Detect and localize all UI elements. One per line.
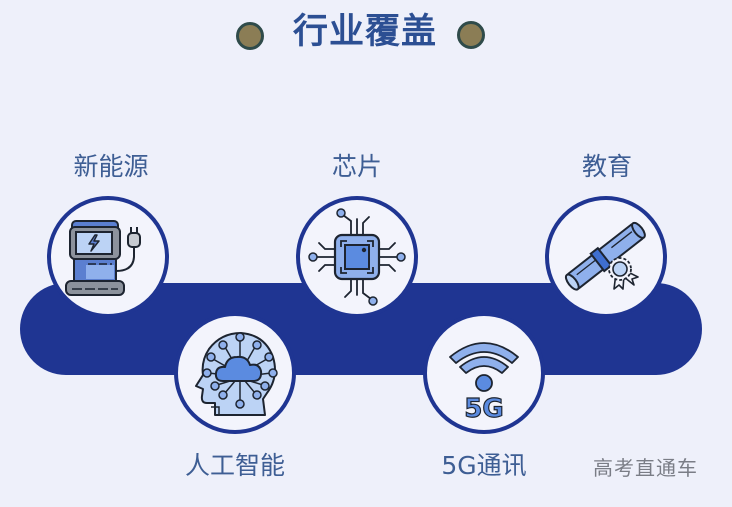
bullet-dot-icon bbox=[236, 22, 264, 50]
bullet-dot-icon bbox=[457, 21, 485, 49]
section-title: 行业覆盖 bbox=[292, 12, 437, 52]
industry-node-new-energy bbox=[47, 196, 169, 318]
industry-label-education: 教育 bbox=[581, 152, 632, 181]
industry-node-chip bbox=[296, 196, 418, 318]
section-header: 行业覆盖 bbox=[0, 8, 732, 58]
icon-circle bbox=[47, 196, 169, 318]
icon-circle bbox=[545, 196, 667, 318]
industry-node-ai bbox=[174, 312, 296, 434]
industry-node-education bbox=[545, 196, 667, 318]
icon-circle: 5G bbox=[423, 312, 545, 434]
industry-node-5g: 5G bbox=[423, 312, 545, 434]
industry-label-chip: 芯片 bbox=[331, 152, 382, 181]
industry-label-new-energy: 新能源 bbox=[73, 152, 149, 181]
icon-circle bbox=[296, 196, 418, 318]
5g-signal-icon: 5G bbox=[449, 342, 519, 423]
microchip-icon bbox=[308, 208, 406, 306]
industry-label-ai: 人工智能 bbox=[184, 451, 285, 480]
icon-circle bbox=[174, 312, 296, 434]
diploma-scroll-icon bbox=[564, 221, 646, 291]
svg-text:5G: 5G bbox=[464, 394, 503, 423]
watermark: 高考直通车 bbox=[593, 456, 698, 480]
ev-charging-station-icon bbox=[65, 220, 141, 296]
industry-label-5g: 5G通讯 bbox=[441, 451, 527, 480]
ai-brain-cloud-icon bbox=[195, 332, 278, 416]
